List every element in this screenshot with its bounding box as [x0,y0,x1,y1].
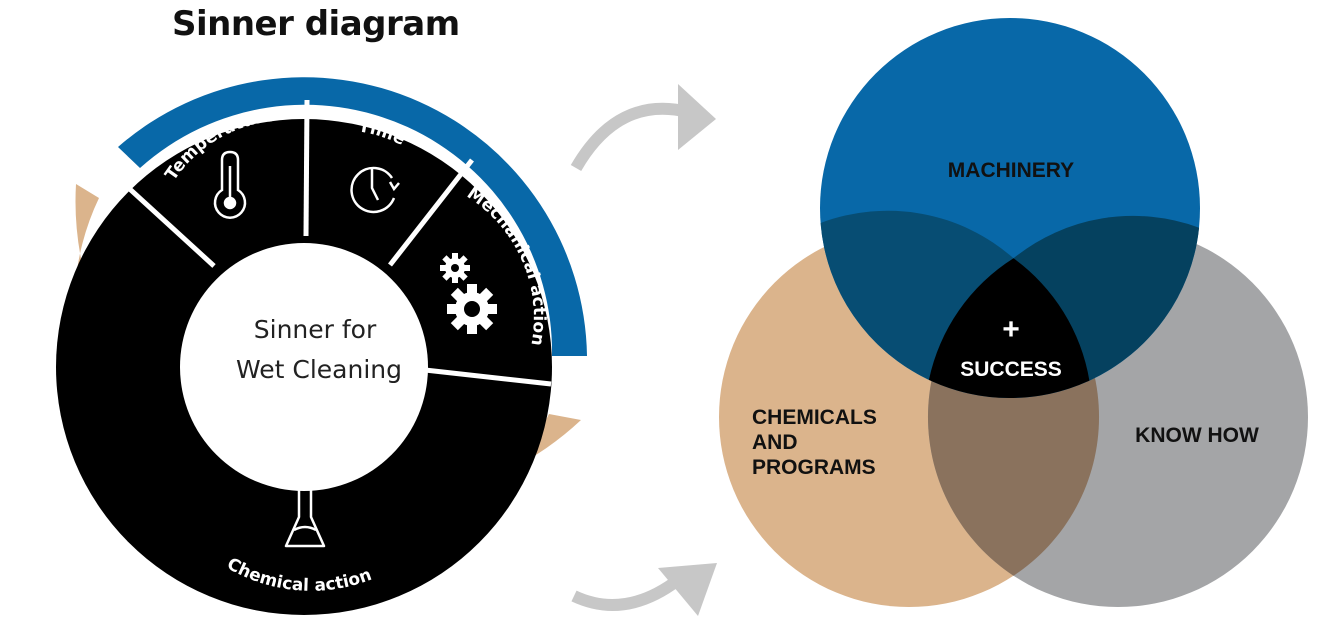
venn-label-machinery: MACHINERY [948,159,1074,182]
clock-icon [350,166,400,214]
arrow-lower-icon [571,563,717,616]
venn-label-know-how: KNOW HOW [1135,424,1259,447]
flask-icon [284,487,326,548]
venn-label-success: SUCCESS [960,358,1062,381]
arrow-upper-icon [570,84,716,172]
thermometer-icon [213,150,247,219]
page-title: Sinner diagram [172,4,460,44]
center-line-1: Sinner for [254,315,377,344]
svg-text:Sinner for Wet Cleaning: Sinner for Wet Cleaning [236,315,402,384]
venn-plus: + [1002,313,1020,346]
venn-center-success [928,258,1090,399]
blue-outer-band [118,77,587,357]
venn-label-chemicals: CHEMICALS AND PROGRAMS [752,406,883,479]
segment-dividers [119,99,552,387]
center-line-2: Wet Cleaning [236,355,402,384]
gears-icon [440,253,497,334]
wheel-center [180,243,428,491]
